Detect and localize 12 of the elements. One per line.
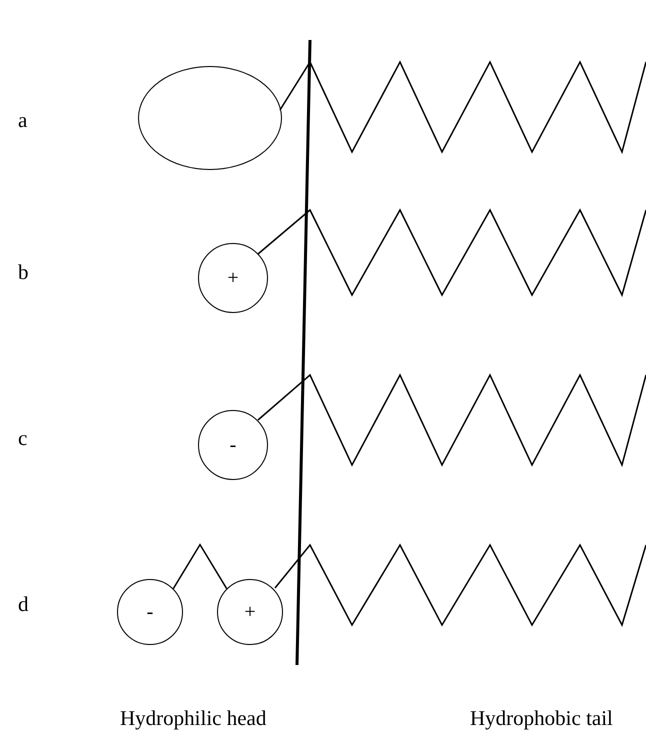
row-letter: b — [18, 262, 28, 283]
row-letter: d — [18, 594, 28, 615]
charged-head-circle: - — [117, 579, 183, 645]
charged-head-circle: + — [217, 579, 283, 645]
row-letter: a — [18, 110, 28, 131]
region-label: Hydrophobic tail — [470, 708, 613, 729]
charged-head-circle: - — [198, 410, 268, 480]
row-letter: c — [18, 428, 28, 449]
head-ellipse — [138, 66, 282, 170]
charged-head-circle: + — [198, 243, 268, 313]
connector-line — [172, 543, 228, 590]
region-label: Hydrophilic head — [120, 708, 266, 729]
